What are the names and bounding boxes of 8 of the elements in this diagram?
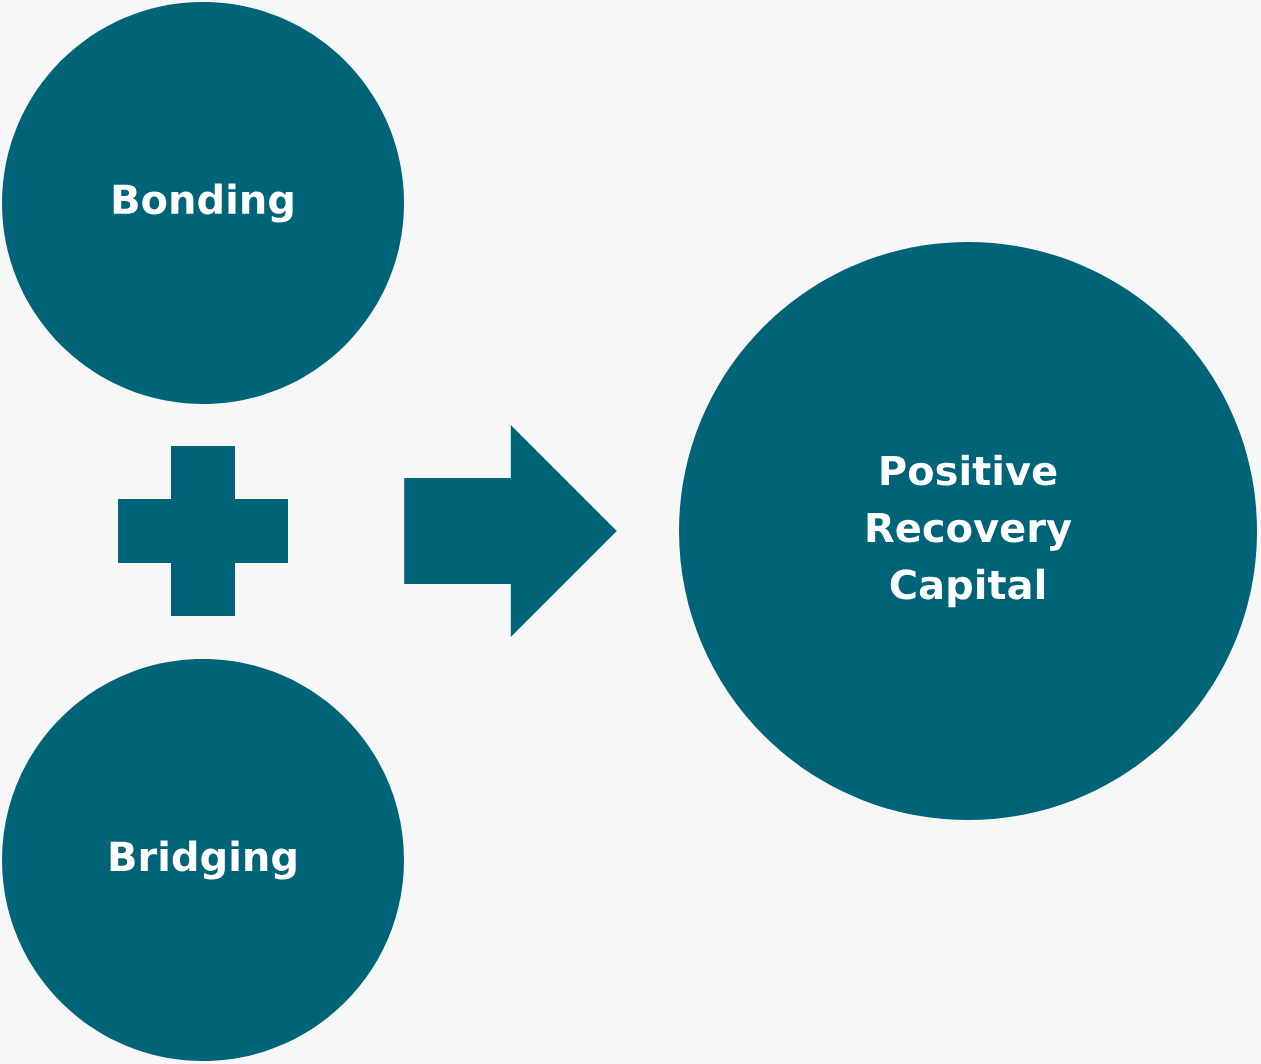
circle-node xyxy=(679,242,1257,820)
block-arrow xyxy=(404,425,617,637)
node-label: Bridging xyxy=(110,840,296,880)
circle-node xyxy=(2,2,404,404)
circle-node xyxy=(2,659,404,1061)
node-label: Bonding xyxy=(113,183,293,223)
plus-sign xyxy=(118,446,288,616)
node-label: Positive Recovery Capital xyxy=(867,454,1072,608)
